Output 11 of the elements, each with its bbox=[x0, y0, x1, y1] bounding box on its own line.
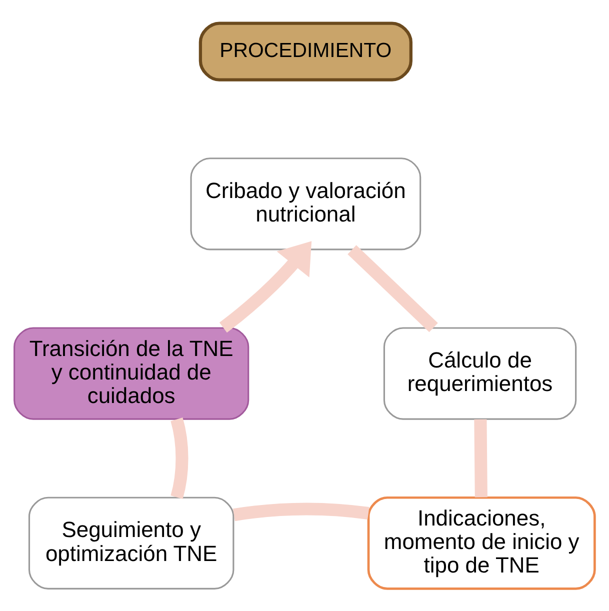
node-box: Cribado y valoración nutricional bbox=[190, 157, 422, 250]
connector bbox=[170, 417, 188, 498]
node-box: Seguimiento y optimización TNE bbox=[28, 496, 234, 589]
connector bbox=[348, 244, 438, 332]
node-box: PROCEDIMIENTO bbox=[198, 21, 412, 81]
connector bbox=[233, 502, 370, 521]
node-box: Indicaciones, momento de inicio y tipo de TNE bbox=[367, 496, 596, 590]
connector bbox=[474, 418, 488, 497]
node-box: Cálculo de requerimientos bbox=[383, 326, 577, 420]
arrow bbox=[219, 240, 312, 332]
node-box: Transición de la TNE y continuidad de cuidados bbox=[14, 326, 250, 420]
